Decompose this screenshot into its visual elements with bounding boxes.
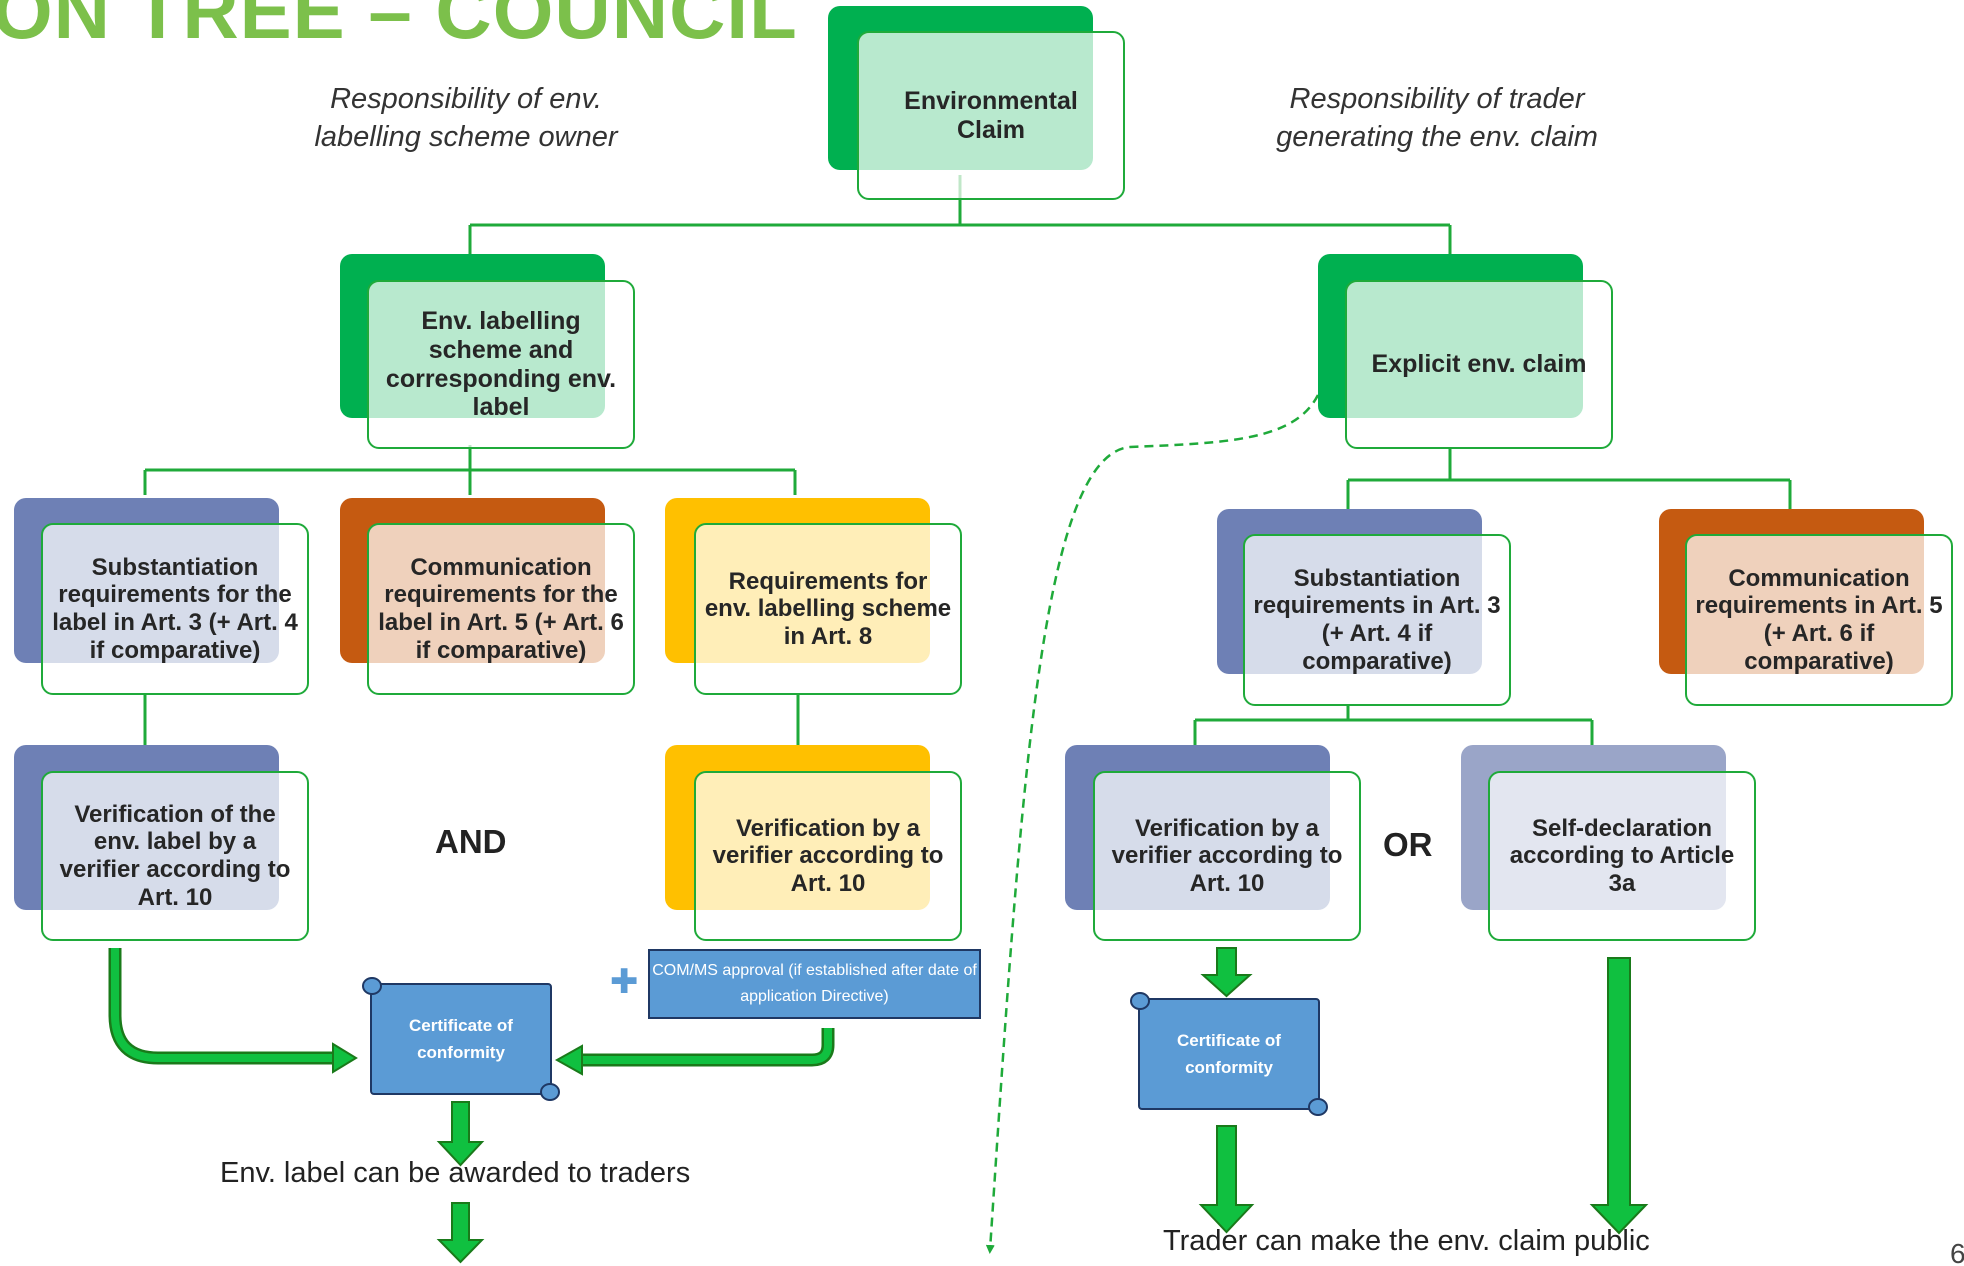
tree-line bbox=[468, 175, 1452, 258]
subst-claim-box: Substantiation requirements in Art. 3 (+… bbox=[1243, 534, 1511, 706]
certificate-left-text: Certificate of conformity bbox=[409, 1015, 513, 1062]
arrow-to-certificate-left bbox=[108, 948, 335, 1065]
scroll-curl-icon bbox=[1308, 1098, 1328, 1116]
outcome-claim-public: Trader can make the env. claim public bbox=[1163, 1225, 1650, 1257]
comm-label-text: Communication requirements for the label… bbox=[378, 553, 624, 664]
page-number: 6 bbox=[1950, 1238, 1964, 1266]
comm-label-box: Communication requirements for the label… bbox=[367, 523, 635, 695]
certificate-right-text: Certificate of conformity bbox=[1177, 1030, 1281, 1077]
explicit-claim-label: Explicit env. claim bbox=[1371, 350, 1587, 379]
and-label: AND bbox=[435, 823, 507, 860]
verif-label-text: Verification of the env. label by a veri… bbox=[59, 800, 291, 911]
note-trader: Responsibility of trader generating the … bbox=[1276, 83, 1598, 154]
scroll-curl-icon bbox=[362, 977, 382, 995]
tree-line bbox=[1346, 447, 1792, 510]
approval-text: COM/MS approval (if established after da… bbox=[652, 962, 977, 1005]
slide-title: ON TREE – COUNCIL bbox=[0, 0, 798, 55]
labelling-scheme-box: Env. labelling scheme and corresponding … bbox=[367, 280, 635, 449]
scroll-curl-icon bbox=[540, 1083, 560, 1101]
explicit-claim-box: Explicit env. claim bbox=[1345, 280, 1613, 449]
certificate-left: Certificate of conformity bbox=[362, 977, 560, 1101]
root-box: Environmental Claim bbox=[857, 31, 1125, 200]
root-label: Environmental Claim bbox=[904, 86, 1078, 144]
self-decl-box: Self-declaration according to Article 3a bbox=[1488, 771, 1756, 941]
outcome-label-awarded: Env. label can be awarded to traders bbox=[220, 1157, 691, 1189]
comm-claim-box: Communication requirements in Art. 5 (+ … bbox=[1685, 534, 1953, 706]
down-arrow bbox=[436, 947, 1649, 1264]
verif-scheme-box: Verification by a verifier according to … bbox=[694, 771, 962, 941]
tree-line bbox=[1193, 706, 1594, 745]
tree-line bbox=[143, 694, 800, 745]
dashed-arrow bbox=[985, 394, 1320, 1254]
labelling-scheme-label: Env. labelling scheme and corresponding … bbox=[385, 307, 617, 422]
verif-claim-text: Verification by a verifier according to … bbox=[1111, 814, 1343, 897]
scheme-req-box: Requirements for env. labelling scheme i… bbox=[694, 523, 962, 695]
self-decl-text: Self-declaration according to Article 3a bbox=[1509, 814, 1735, 897]
arrow-to-certificate-right bbox=[580, 1028, 835, 1067]
verif-claim-box: Verification by a verifier according to … bbox=[1093, 771, 1361, 941]
comm-claim-text: Communication requirements in Art. 5 (+ … bbox=[1695, 564, 1943, 675]
subst-label-text: Substantiation requirements for the labe… bbox=[52, 553, 298, 664]
scroll-curl-icon bbox=[1130, 992, 1150, 1010]
verif-scheme-text: Verification by a verifier according to … bbox=[712, 814, 944, 897]
plus-icon: ✚ bbox=[610, 963, 639, 1001]
or-label: OR bbox=[1383, 826, 1433, 863]
subst-claim-text: Substantiation requirements in Art. 3 (+… bbox=[1253, 564, 1501, 675]
certificate-right: Certificate of conformity bbox=[1130, 992, 1328, 1116]
tree-line bbox=[143, 445, 797, 495]
verif-label-box: Verification of the env. label by a veri… bbox=[41, 771, 309, 941]
note-scheme-owner: Responsibility of env. labelling scheme … bbox=[314, 83, 618, 154]
scheme-req-text: Requirements for env. labelling scheme i… bbox=[704, 567, 952, 650]
approval-box: COM/MS approval (if established after da… bbox=[648, 949, 981, 1019]
subst-label-box: Substantiation requirements for the labe… bbox=[41, 523, 309, 695]
